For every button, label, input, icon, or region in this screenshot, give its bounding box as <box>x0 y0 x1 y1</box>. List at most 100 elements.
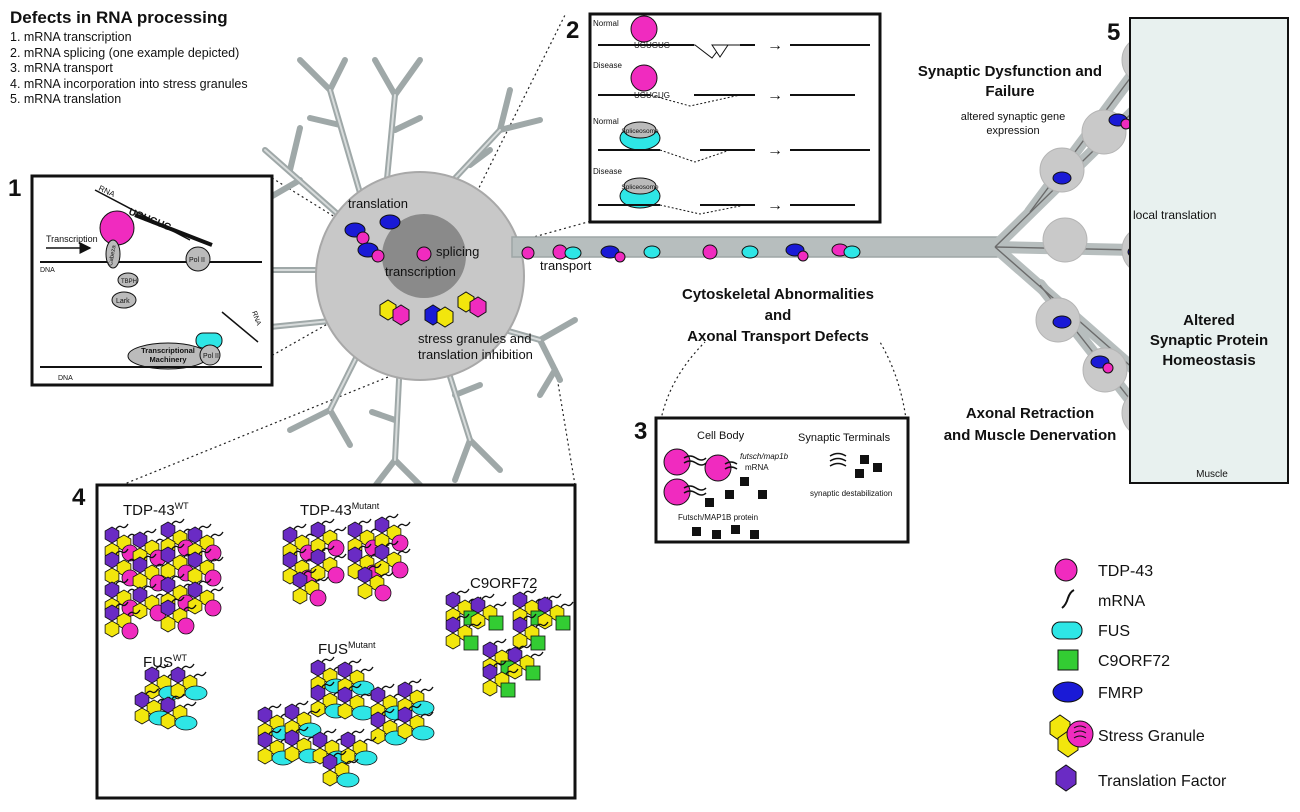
tdp-protein <box>204 599 222 617</box>
mrna-strand <box>183 701 197 708</box>
cyto-label-3: Axonal Transport Defects <box>687 328 869 345</box>
mrna-strand <box>420 686 434 693</box>
mrna-strand <box>397 548 411 555</box>
granule-hex <box>322 769 338 787</box>
panel-1-machinery-2: Machinery <box>149 355 187 364</box>
legend-stress-granule: Stress Granule <box>1098 728 1205 745</box>
mrna-strand <box>171 518 185 525</box>
panel-1-polii-top: Pol II <box>189 257 205 264</box>
mrna-strand <box>143 528 157 535</box>
panel-2-number: 2 <box>566 17 579 44</box>
mrna-strand <box>210 556 224 563</box>
panel-2-normal-1: Normal <box>593 19 619 28</box>
c9-protein <box>488 615 504 631</box>
mrna-strand <box>363 736 377 743</box>
c9-protein <box>463 635 479 651</box>
legend: TDP-43 mRNA FUS C9ORF72 FMRP Stress Gran… <box>1049 558 1227 792</box>
legend-mrna: mRNA <box>1098 593 1145 610</box>
mrna-strand <box>268 728 282 735</box>
homeostasis-label-3: Homeostasis <box>1162 352 1255 369</box>
granule-hex <box>337 702 353 720</box>
mrna-strand <box>115 523 129 530</box>
tdp-protein <box>121 622 139 640</box>
fus-protein <box>336 772 360 788</box>
panel-2-normal-2: Normal <box>593 117 619 126</box>
panel-2-motif-2: UGUGUG <box>634 91 670 100</box>
mrna-strand <box>171 693 185 700</box>
mrna-strand <box>380 571 394 578</box>
panel-1-dna-bottom: DNA <box>58 375 73 382</box>
mrna-strand <box>420 711 434 718</box>
granule-hex <box>310 700 326 718</box>
mrna-strand <box>518 643 532 650</box>
panel-4-number: 4 <box>72 484 86 511</box>
transcription-label: transcription <box>385 264 456 279</box>
mrna-strand <box>456 613 470 620</box>
legend-tdp43: TDP-43 <box>1098 563 1153 580</box>
panel-1-transcription: Transcription <box>46 234 98 244</box>
legend-mrna-swatch <box>1061 589 1075 609</box>
legend-tdp43-swatch <box>1054 558 1078 582</box>
mrna-strand <box>381 708 395 715</box>
mrna-strand <box>560 601 574 608</box>
mrna-strand <box>171 543 185 550</box>
mrna-strand <box>468 621 482 628</box>
mrna-strand <box>530 651 544 658</box>
mrna-strand <box>198 578 212 585</box>
transport-label: transport <box>540 258 592 273</box>
mrna-strand <box>115 601 129 608</box>
panel-3-number: 3 <box>634 418 647 445</box>
mrna-strand <box>127 609 141 616</box>
mrna-strand <box>348 683 362 690</box>
mrna-strand <box>523 613 537 620</box>
panel-2-disease-1: Disease <box>593 61 622 70</box>
mrna-strand <box>493 660 507 667</box>
granule-hex <box>482 679 498 697</box>
mrna-strand <box>210 586 224 593</box>
mrna-strand <box>293 548 307 555</box>
tdp-protein <box>327 539 345 557</box>
granule-hex <box>257 747 273 765</box>
homeostasis-label-1: Altered <box>1183 312 1235 329</box>
header-item-3: 3. mRNA transport <box>10 61 113 75</box>
c9-protein <box>525 665 541 681</box>
tdp-protein <box>391 534 409 552</box>
panel-2-spliceosome-1: Spliceosome <box>621 128 659 135</box>
panel-1: 1 RNA UGUGUG Transcription DNA Pol II Ca… <box>8 174 274 387</box>
panel-1-tbph: TBPH <box>121 279 137 285</box>
c9-protein <box>500 682 516 698</box>
c9-label: C9ORF72 <box>470 575 538 592</box>
legend-translation-factor: Translation Factor <box>1098 773 1227 790</box>
mrna-strand <box>293 523 307 530</box>
mrna-strand <box>493 638 507 645</box>
mrna-strand <box>321 681 335 688</box>
splicing-label: splicing <box>436 244 479 259</box>
granule-hex <box>310 564 326 582</box>
mrna-strand <box>210 531 224 538</box>
granule-hex <box>104 567 120 585</box>
panel-2: 2 Normal UGUGUG → Disease UGUGUG → Norma… <box>566 12 882 224</box>
panel-4: 4 TDP-43WT TDP-43Mutant C9ORF72 FUSWT FU… <box>72 483 577 800</box>
panel-1-dna-top: DNA <box>40 267 55 274</box>
cyto-label-1: Cytoskeletal Abnormalities <box>682 286 874 303</box>
legend-fus: FUS <box>1098 623 1130 640</box>
mrna-strand <box>193 671 207 678</box>
panel-2-arrow-4: → <box>767 197 783 214</box>
panel-3-destab: synaptic destabilization <box>810 489 892 498</box>
altered-gene-label-2: expression <box>986 125 1039 137</box>
legend-fmrp-swatch <box>1052 681 1084 703</box>
mrna-strand <box>323 728 337 735</box>
mrna-strand <box>171 573 185 580</box>
legend-c9-swatch <box>1057 649 1079 671</box>
fus-protein <box>411 725 435 741</box>
panel-2-arrow-1: → <box>767 37 783 54</box>
mrna-strand <box>303 568 317 575</box>
fus-protein <box>184 685 208 701</box>
panel-1-number: 1 <box>8 175 21 202</box>
mrna-strand <box>493 601 507 608</box>
mrna-strand <box>115 578 129 585</box>
retraction-label-1: Axonal Retraction <box>966 405 1094 422</box>
header: Defects in RNA processing 1. mRNA transc… <box>10 8 248 108</box>
mrna-strand <box>171 596 185 603</box>
stress-label-2: translation inhibition <box>418 347 533 362</box>
